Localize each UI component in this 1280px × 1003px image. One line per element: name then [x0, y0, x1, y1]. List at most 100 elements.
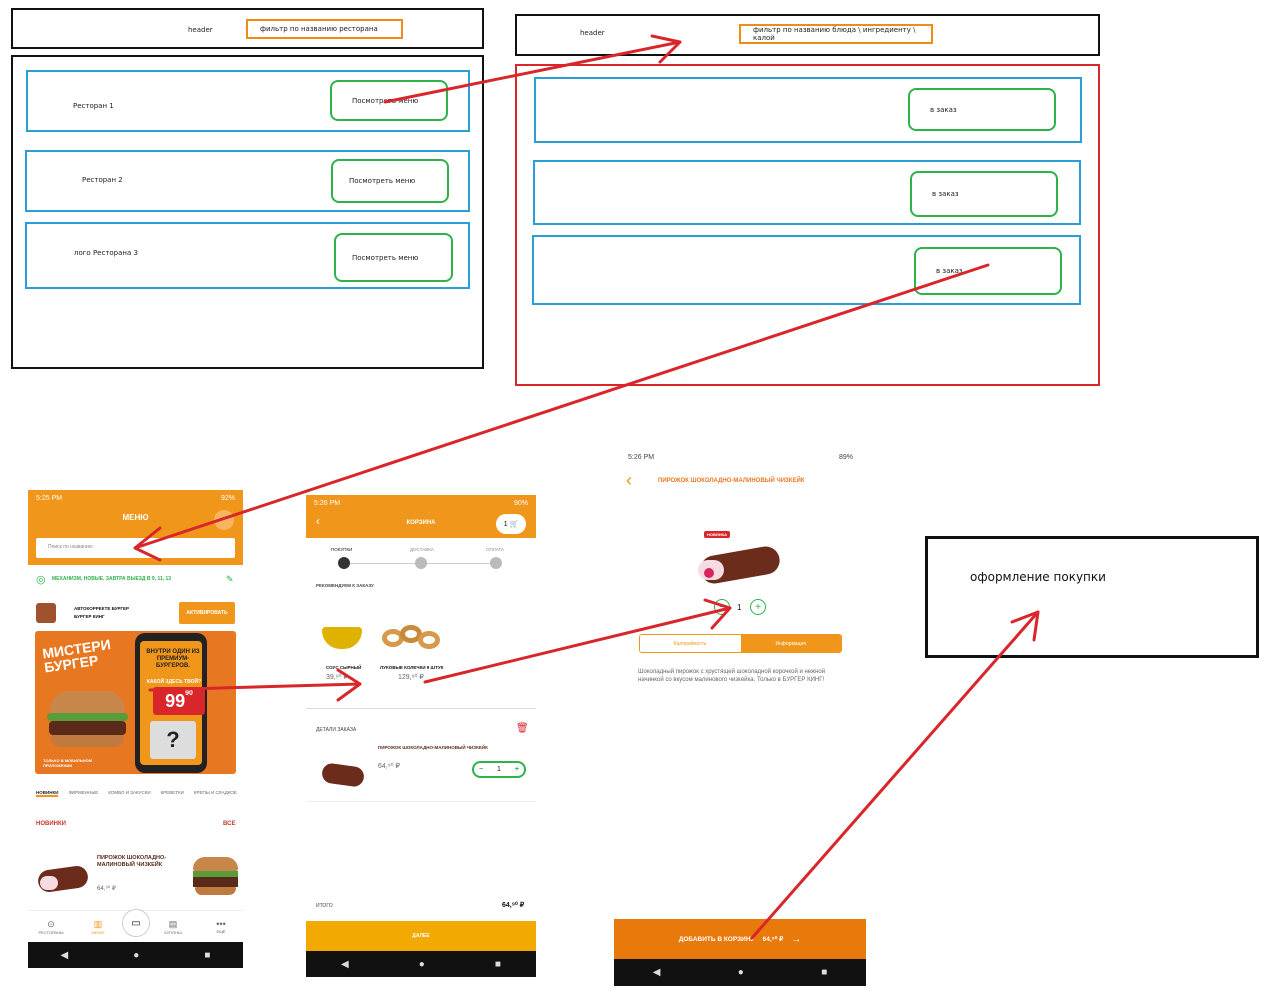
- tab-combo[interactable]: КОМБО И ЗАКУСКИ: [108, 790, 151, 795]
- step-1-dot: [338, 557, 350, 569]
- wireframe2-add-to-order-button[interactable]: в заказ: [908, 88, 1056, 131]
- android-nav-bar: ◀ ● ■: [306, 951, 536, 977]
- edit-icon[interactable]: ✎: [226, 574, 234, 584]
- cart-top-bar: 5:26 PM 90% ‹ КОРЗИНА 1 🛒: [306, 495, 536, 538]
- divider: [306, 801, 536, 802]
- status-time: 5:26 PM: [628, 454, 655, 461]
- wireframe1-row-name: Ресторан 2: [82, 176, 123, 184]
- item-description: Шоколадный пирожок с хрустящей шоколадно…: [638, 669, 826, 683]
- step-label: ПОКУПКИ: [331, 547, 353, 552]
- card-icon: ▭: [131, 917, 141, 929]
- arrow-add-to-checkout: [750, 610, 1040, 940]
- recents-nav-icon[interactable]: ■: [204, 949, 211, 961]
- wireframe2-row-2: в заказ: [533, 160, 1081, 225]
- arrow-add-to-checkout-head: [1010, 610, 1040, 642]
- section-title: НОВИНКИ: [36, 821, 66, 827]
- minus-icon[interactable]: −: [479, 766, 484, 773]
- nav-restaurants-label: РЕСТОРАНЫ: [38, 930, 64, 935]
- bk-logo-icon: [36, 603, 56, 623]
- onion-rings-image: [382, 625, 442, 651]
- arrow-restaurant-to-menu-head: [650, 34, 682, 64]
- back-nav-icon[interactable]: ◀: [60, 949, 69, 961]
- qty-value: 1: [737, 603, 742, 612]
- plus-icon[interactable]: +: [514, 766, 519, 773]
- status-time: 5:26 PM: [314, 499, 341, 507]
- nav-card-button[interactable]: ▭: [122, 909, 150, 937]
- promo-banner[interactable]: МИСТЕРИ БУРГЕР ВНУТРИ ОДИН ИЗ ПРЕМИУМ-БУ…: [35, 631, 236, 774]
- activate-button[interactable]: АКТИВИРОВАТЬ: [179, 602, 235, 624]
- price-badge: 99 90: [153, 687, 205, 715]
- checkout-box-label: оформление покупки: [970, 570, 1106, 584]
- back-nav-icon[interactable]: ◀: [341, 958, 349, 970]
- view-menu-label: Посмотреть меню: [349, 177, 416, 185]
- nav-menu-label: МЕНЮ: [91, 930, 105, 935]
- trash-icon[interactable]: 🗑: [516, 723, 529, 734]
- tab-info-label: Информация: [775, 640, 807, 647]
- qty-plus-button[interactable]: +: [750, 599, 766, 615]
- add-to-cart-button[interactable]: ДОБАВИТЬ В КОРЗИНУ 64,⁹⁰ ₽ →: [614, 919, 866, 959]
- home-nav-icon[interactable]: ●: [737, 967, 744, 978]
- wireframe1-view-menu-button[interactable]: Посмотреть меню: [334, 233, 453, 282]
- home-nav-icon[interactable]: ●: [133, 949, 140, 961]
- nav-menu[interactable]: ▥МЕНЮ: [83, 919, 113, 935]
- next-button[interactable]: ДАЛЕЕ: [306, 921, 536, 951]
- step-label: ДОСТАВКА: [410, 547, 434, 552]
- tab-sweets[interactable]: КРЕПЫ И СЛАДКОЕ: [193, 790, 237, 795]
- back-nav-icon[interactable]: ◀: [652, 967, 661, 978]
- nav-coupons[interactable]: ▤КУПОНЫ: [158, 919, 188, 935]
- wireframe1-filter[interactable]: фильтр по названию ресторана: [246, 19, 403, 39]
- add-to-cart-price: 64,⁹⁰ ₽: [762, 936, 784, 943]
- tab-new[interactable]: НОВИНКИ: [36, 790, 59, 797]
- tab-calories[interactable]: Калорийность: [640, 635, 741, 652]
- status-battery: 92%: [220, 494, 235, 502]
- pie-image-filling: [40, 876, 58, 890]
- nav-coupons-label: КУПОНЫ: [164, 930, 182, 935]
- wireframe1-view-menu-button[interactable]: Посмотреть меню: [331, 159, 449, 203]
- bottom-nav: ⊙РЕСТОРАНЫ ▥МЕНЮ ▭ ▤КУПОНЫ •••ЕЩЁ: [28, 909, 243, 940]
- rec-item-name: СОУС СЫРНЫЙ: [326, 665, 362, 670]
- wireframe1-filter-label: фильтр по названию ресторана: [260, 25, 378, 33]
- banner-question: КАКОЙ ЗДЕСЬ ТВОЙ?: [146, 679, 202, 685]
- rec-item-price: 39,⁹⁰ ₽: [326, 674, 348, 681]
- mystery-box-icon: ?: [150, 721, 196, 759]
- arrow-banner-to-cart-head: [336, 668, 362, 702]
- wireframe1-body: [11, 55, 484, 369]
- android-nav-bar: ◀ ● ■: [614, 959, 866, 986]
- nav-more[interactable]: •••ЕЩЁ: [206, 919, 236, 934]
- cart-count: 1: [503, 520, 508, 528]
- tab-shrimp[interactable]: КРЕВЕТКИ: [160, 790, 184, 795]
- nav-restaurants[interactable]: ⊙РЕСТОРАНЫ: [36, 919, 66, 935]
- back-icon[interactable]: ‹: [626, 470, 632, 490]
- wireframe2-add-to-order-button[interactable]: в заказ: [914, 247, 1062, 295]
- nav-more-label: ЕЩЁ: [216, 929, 226, 934]
- tab-info[interactable]: Информация: [740, 635, 841, 652]
- recents-nav-icon[interactable]: ■: [494, 958, 501, 970]
- arrow-restaurant-to-menu: [383, 40, 682, 104]
- promo-row: АВТОКОРРЕКТЕ БУРГЕР БУРГЕР КИНГ АКТИВИРО…: [28, 600, 243, 626]
- burger-image: [45, 691, 130, 751]
- rec-item-price: 129,⁹⁰ ₽: [398, 674, 424, 681]
- address-text: МЕХАНИЗМ, НОВЫЕ, ЗАВТРА ВЫЕЗД В 9, 11, 1…: [52, 576, 172, 582]
- wireframe2-filter[interactable]: фильтр по названию блюда \ ингредиенту \…: [739, 24, 933, 44]
- status-battery: 90%: [513, 499, 528, 507]
- total-value: 64,⁹⁰ ₽: [502, 902, 525, 909]
- recents-nav-icon[interactable]: ■: [821, 967, 828, 978]
- cart-button[interactable]: 1 🛒: [496, 514, 526, 534]
- tab-signature[interactable]: ФИРМЕННЫЕ: [68, 790, 99, 795]
- android-nav-bar: ◀ ● ■: [28, 942, 243, 968]
- quantity-stepper[interactable]: − 1 +: [472, 761, 526, 778]
- more-icon: •••: [216, 919, 226, 929]
- wireframe2-row-3: в заказ: [532, 235, 1081, 305]
- step-3-dot: [490, 557, 502, 569]
- wireframe2-header: header фильтр по названию блюда \ ингред…: [515, 14, 1100, 56]
- address-row[interactable]: ◎ МЕХАНИЗМ, НОВЫЕ, ЗАВТРА ВЫЕЗД В 9, 11,…: [28, 570, 243, 590]
- location-icon: ◎: [36, 574, 46, 586]
- back-icon[interactable]: ‹: [316, 514, 320, 528]
- section-all-link[interactable]: ВСЕ: [223, 821, 236, 827]
- sauce-image: [322, 627, 362, 649]
- recommend-title: РЕКОМЕНДУЕМ К ЗАКАЗУ: [316, 583, 374, 588]
- home-nav-icon[interactable]: ●: [418, 958, 425, 970]
- wireframe1-header-label: header: [188, 26, 213, 34]
- wireframe2-add-to-order-button[interactable]: в заказ: [910, 171, 1058, 217]
